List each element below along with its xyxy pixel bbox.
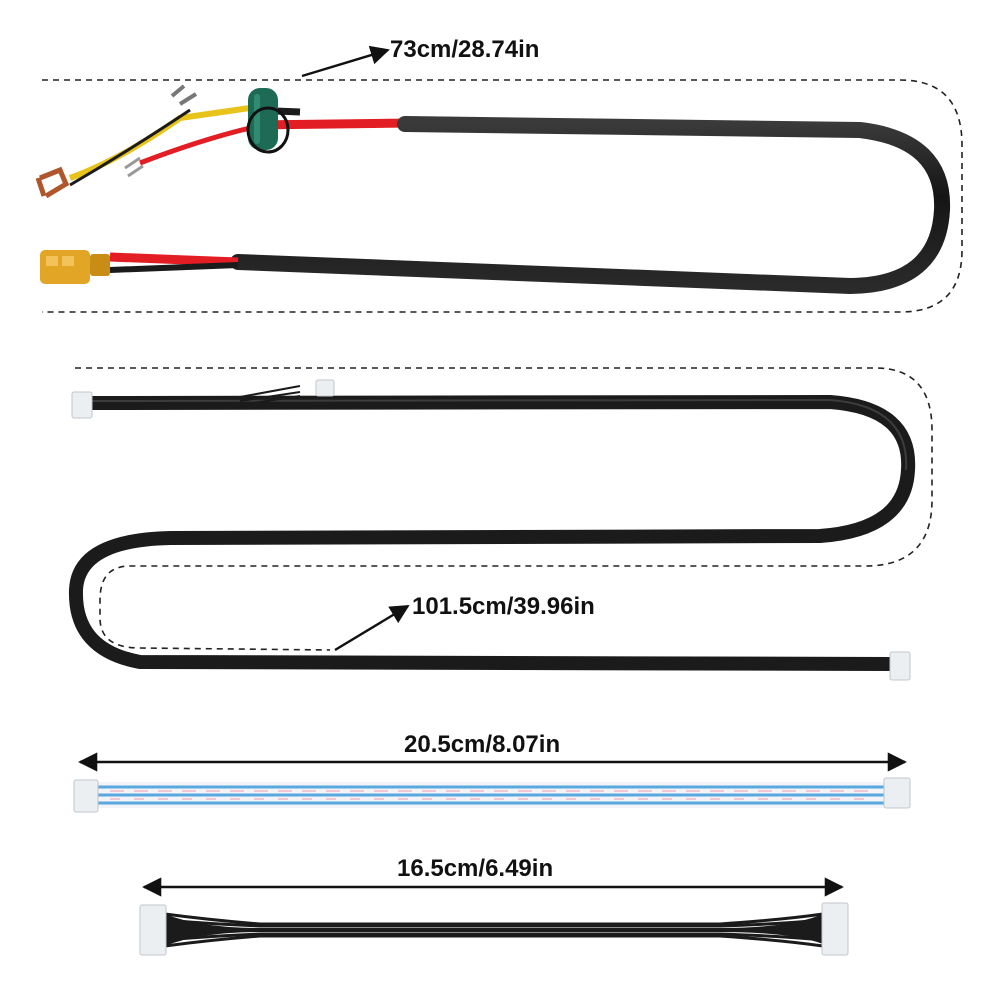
ribbon-body [68,395,916,671]
red-thin-wire [139,125,251,166]
length-label-short-ribbon: 16.5cm/6.49in [397,855,554,882]
red-lead [109,252,239,267]
ribbon-thin-wires [239,385,301,406]
length-label-long-ribbon: 101.5cm/39.96in [412,593,595,620]
length-arrow [334,604,410,652]
ribbon-body [165,914,823,946]
jst-connector-icon [73,777,911,813]
length-label-blue-ribbon: 20.5cm/8.07in [404,731,561,758]
black-lead [109,262,239,273]
ribbon-wires [164,912,824,948]
jst-connector-icon [139,902,849,956]
ferrite-core-icon [246,88,290,154]
long-ribbon-cable [68,367,933,681]
short-ribbon-cable [139,877,849,956]
ribbon-highlight [91,398,908,471]
power-cable [35,45,963,313]
black-cable-jacket [230,116,951,295]
fork-terminal-icon [35,84,198,199]
length-guide-dashed [75,367,933,651]
jst-connector-icon [71,379,911,681]
length-label-power-cable: 73cm/28.74in [390,36,540,63]
xt-connector-icon [40,250,110,284]
length-guide-dashed [42,79,963,313]
blue-ribbon-cable [73,752,911,813]
black-thin-wire [69,108,191,187]
length-arrow [301,45,390,78]
